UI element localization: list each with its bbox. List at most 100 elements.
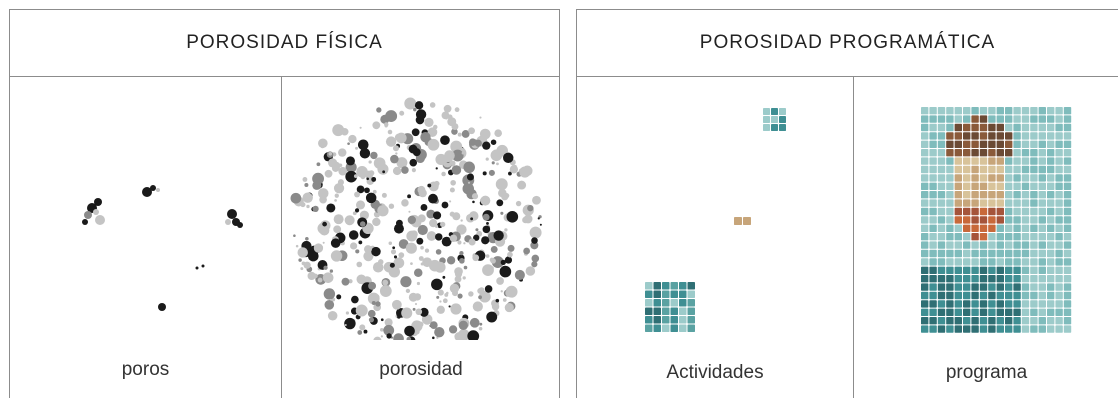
- porosity-dot: [316, 162, 321, 167]
- program-tile: [1030, 266, 1038, 274]
- porosity-dot: [390, 154, 399, 164]
- porosity-dot: [359, 126, 362, 129]
- program-tile: [946, 107, 954, 115]
- program-tile: [1055, 317, 1063, 325]
- porosity-disc-figure: [290, 97, 542, 340]
- program-tile: [1005, 249, 1013, 258]
- program-tile: [1038, 249, 1046, 258]
- program-tile: [988, 123, 996, 132]
- program-tile: [1021, 207, 1030, 216]
- activity-tile: [653, 316, 661, 324]
- program-tile: [1038, 275, 1046, 283]
- program-tile: [929, 174, 937, 182]
- porosity-dot: [479, 322, 483, 326]
- porosity-dot: [472, 254, 480, 262]
- porosity-dot: [370, 151, 378, 160]
- program-tile: [946, 317, 954, 325]
- program-tile: [1063, 291, 1072, 300]
- program-tile: [988, 207, 996, 216]
- program-tile: [1063, 233, 1072, 241]
- porosity-dot: [415, 115, 425, 125]
- program-tile: [979, 241, 988, 249]
- porosity-dot: [318, 188, 329, 199]
- program-tile: [1013, 216, 1021, 224]
- program-tile: [1055, 199, 1063, 207]
- porosity-dot: [348, 230, 359, 240]
- activity-tile: [743, 217, 751, 225]
- program-tile: [963, 275, 971, 283]
- porosity-dot: [523, 247, 531, 255]
- porosity-dot: [459, 251, 464, 256]
- program-tile: [1063, 258, 1072, 266]
- program-tile: [996, 300, 1004, 308]
- porosity-dot: [486, 311, 498, 323]
- program-tile: [946, 149, 954, 157]
- cell-label-poros: poros: [121, 359, 170, 380]
- program-tile: [1005, 199, 1013, 207]
- pore-dot: [227, 209, 237, 219]
- program-tile: [988, 149, 996, 157]
- program-tile: [988, 115, 996, 123]
- program-tile: [1038, 174, 1046, 182]
- program-tile: [929, 224, 937, 232]
- program-tile: [946, 140, 954, 148]
- program-tile: [979, 123, 988, 132]
- porosity-dot: [443, 104, 452, 113]
- cell-label-actividades: Actividades: [666, 362, 764, 383]
- program-tile: [996, 123, 1004, 132]
- program-tile: [1047, 275, 1055, 283]
- porosity-dot: [393, 333, 404, 340]
- program-tile: [1005, 291, 1013, 300]
- program-tile: [1063, 325, 1072, 333]
- pore-dot: [150, 185, 156, 191]
- program-tile: [988, 266, 996, 274]
- program-tile: [1038, 291, 1046, 300]
- program-tile: [996, 182, 1004, 190]
- program-tile: [988, 241, 996, 249]
- porosity-dot: [532, 195, 541, 205]
- program-tile: [963, 191, 971, 199]
- porosity-dot: [448, 325, 458, 334]
- porosity-dot: [290, 192, 302, 204]
- porosity-dot: [436, 305, 445, 314]
- panel-porosidad-fisica: POROSIDAD FÍSICA poros porosidad: [9, 9, 560, 398]
- program-tile: [971, 107, 979, 115]
- program-tile: [1038, 258, 1046, 266]
- porosity-dot: [503, 152, 514, 164]
- program-tile: [988, 174, 996, 182]
- program-tile: [1013, 325, 1021, 333]
- activity-tile: [645, 324, 653, 332]
- program-tile: [1055, 325, 1063, 333]
- porosity-dot: [470, 217, 474, 221]
- porosity-dot: [306, 204, 310, 209]
- program-tile: [937, 123, 946, 132]
- program-tile: [954, 258, 962, 266]
- program-tile: [1013, 258, 1021, 266]
- program-tile: [937, 107, 946, 115]
- porosity-dot: [482, 141, 491, 150]
- porosity-dot: [388, 266, 401, 278]
- porosity-dot: [368, 281, 377, 290]
- porosity-dot: [355, 249, 360, 254]
- program-tile: [1021, 174, 1030, 182]
- program-tile: [996, 317, 1004, 325]
- program-tile: [946, 325, 954, 333]
- porosity-dot: [472, 200, 475, 204]
- program-tile: [921, 115, 929, 123]
- program-tile: [954, 123, 962, 132]
- activity-tile: [771, 108, 778, 115]
- porosity-dot: [451, 165, 462, 175]
- porosity-dot: [382, 279, 389, 286]
- porosity-dot: [368, 170, 375, 176]
- porosity-dot: [427, 183, 432, 188]
- program-tile: [1030, 115, 1038, 123]
- program-tile: [1005, 317, 1013, 325]
- program-tile: [979, 191, 988, 199]
- program-tile: [937, 216, 946, 224]
- program-tile: [963, 140, 971, 148]
- program-tile: [1030, 291, 1038, 300]
- porosity-dot: [467, 330, 480, 340]
- program-tile: [971, 174, 979, 182]
- program-tile: [954, 241, 962, 249]
- porosity-dot: [432, 336, 435, 340]
